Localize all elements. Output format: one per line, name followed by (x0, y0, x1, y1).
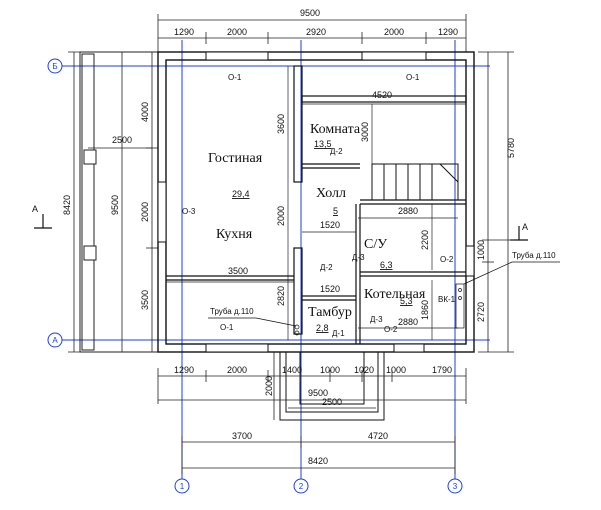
vk-label: ВК-1 (438, 295, 456, 304)
dim-room-width: 4520 (372, 90, 392, 100)
dim-bottom-4: 1000 (320, 365, 340, 375)
dim-cy-depth: 2200 (420, 230, 430, 250)
room-bathroom-name: С/У (364, 237, 387, 252)
dim-hall-1: 1520 (320, 220, 340, 230)
dim-cy-width: 2880 (398, 206, 418, 216)
window-tag-6: О-2 (384, 325, 398, 334)
dim-living-width: 3500 (228, 266, 248, 276)
dim-right-total: 5780 (506, 138, 516, 158)
dim-hall-2: 1520 (320, 284, 340, 294)
dim-left-inner: 9500 (110, 195, 120, 215)
axis-2-label: 2 (299, 482, 304, 491)
room-bedroom-area: 13,5 (314, 139, 332, 149)
room-hall-name: Холл (316, 186, 346, 201)
room-boiler-name: Котельная (364, 287, 426, 302)
dim-boiler-width: 2880 (398, 317, 418, 327)
dim-bottom-total-1: 9500 (308, 388, 328, 398)
door-tag-4: Д-3 (370, 315, 383, 324)
bottom-dimensions (157, 352, 467, 474)
dim-bottom-5: 1020 (354, 365, 374, 375)
dim-living-top: 3600 (276, 114, 286, 134)
dim-room-depth: 3000 (360, 122, 370, 142)
dim-left-1: 4000 (140, 102, 150, 122)
interior-dimensions (166, 66, 466, 340)
door-tag-5: Д-1 (332, 329, 345, 338)
section-label-left: А (32, 204, 38, 214)
right-dimensions (478, 51, 514, 353)
dim-bottom-6: 1000 (386, 365, 406, 375)
dim-bottom-total-2: 8420 (308, 456, 328, 466)
room-bathroom-area: 6,3 (380, 260, 393, 270)
dim-bottom-2-2: 4720 (368, 431, 388, 441)
axis-1-label: 1 (180, 482, 185, 491)
room-kitchen-area: 29,4 (232, 189, 250, 199)
room-bedroom-name: Комната (310, 122, 361, 137)
room-living-name: Гостиная (208, 151, 263, 166)
axis-b-label: Б (52, 62, 57, 71)
dim-bottom-1: 1290 (174, 365, 194, 375)
dim-bottom-2-1: 3700 (232, 431, 252, 441)
dim-bottom-porch: 2500 (322, 397, 342, 407)
section-label-right: А (522, 222, 528, 232)
dim-bottom-7: 1790 (432, 365, 452, 375)
pipe-right-label: Труба д.110 (512, 251, 556, 260)
dim-living-bottom: 2820 (276, 286, 286, 306)
section-mark-left (34, 214, 52, 229)
top-dimensions (157, 14, 467, 52)
staircase (371, 163, 459, 201)
window-tag-2: О-1 (406, 73, 420, 82)
dim-left-3: 3500 (140, 290, 150, 310)
axis-3-label: 3 (453, 482, 458, 491)
dim-boiler-depth: 1860 (420, 300, 430, 320)
dim-top-total: 9500 (300, 8, 320, 18)
dim-bottom-2: 2000 (227, 365, 247, 375)
dim-living-mid: 2000 (276, 206, 286, 226)
window-tag-4: О-1 (220, 323, 234, 332)
door-tag-1: Д-2 (330, 147, 343, 156)
grid-axes: Б А 1 2 3 (47, 40, 490, 494)
entrance-porch (279, 351, 385, 421)
dim-porch-width: 2500 (112, 135, 132, 145)
room-hall-area: 5 (333, 206, 338, 216)
pipe-left (208, 317, 300, 336)
dim-bottom-porch-height: 2000 (264, 376, 274, 396)
room-kitchen-name: Кухня (216, 227, 253, 242)
dim-top-3: 2920 (306, 27, 326, 37)
dim-left-2: 2000 (140, 202, 150, 222)
dim-left-total: 8420 (62, 195, 72, 215)
room-vestibule-area: 2,8 (316, 323, 329, 333)
dim-top-4: 2000 (384, 27, 404, 37)
dim-top-1: 1290 (174, 27, 194, 37)
windows (157, 51, 475, 353)
dim-right-2: 2720 (476, 302, 486, 322)
window-tag-3: О-3 (182, 207, 196, 216)
pipe-left-label: Труба д.110 (210, 307, 254, 316)
dim-right-1: 1000 (476, 240, 486, 260)
dim-top-5: 1290 (438, 27, 458, 37)
pipe-right (455, 261, 560, 329)
axis-a-label: А (52, 336, 58, 345)
room-vestibule-name: Тамбур (308, 305, 352, 320)
window-tag-5: О-2 (440, 255, 454, 264)
window-tag-1: О-1 (228, 73, 242, 82)
dim-bottom-3: 1400 (282, 365, 302, 375)
door-tag-2: Д-2 (320, 263, 333, 272)
dim-top-2: 2000 (227, 27, 247, 37)
door-tag-3: Д-3 (352, 253, 365, 262)
room-boiler-area: 5,3 (400, 296, 413, 306)
